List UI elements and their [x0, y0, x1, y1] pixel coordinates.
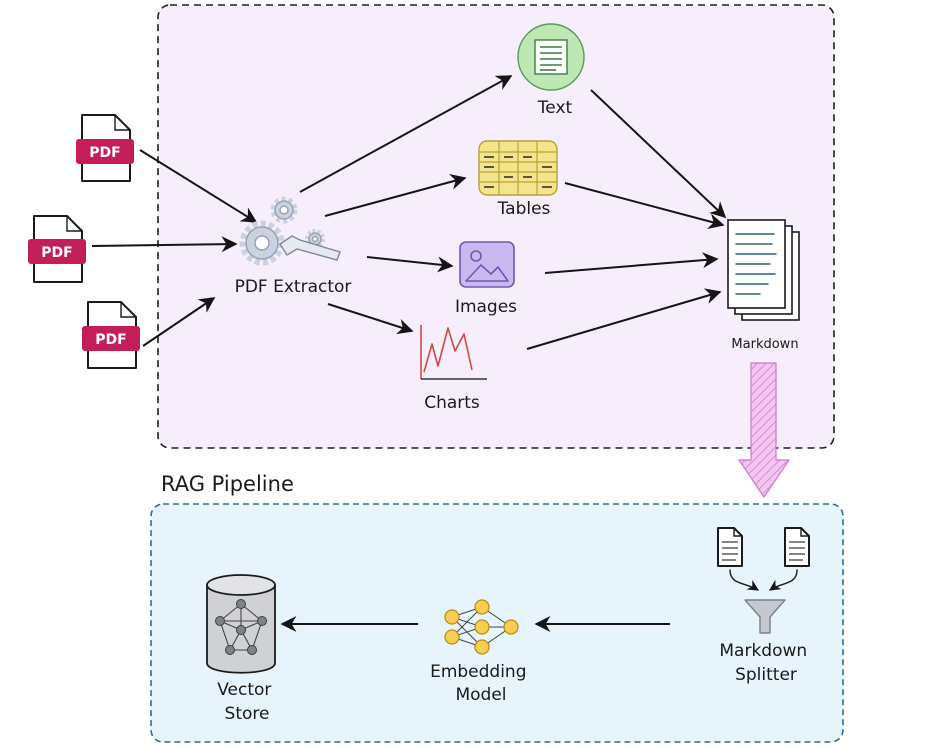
pdf-badge-3 [82, 326, 140, 351]
rag-pipeline-region [150, 503, 844, 743]
text-document-icon [517, 23, 585, 91]
store-label-line-2: Store [225, 704, 270, 724]
markdown-documents-icon [727, 219, 800, 321]
arrow-extractor-to-text [299, 75, 513, 193]
pdf-file-icon-2: PDF [28, 215, 86, 283]
text-output-label: Text [537, 98, 573, 118]
arrow-extractor-to-tables [324, 174, 467, 217]
splitter-docs-icon [717, 527, 810, 591]
pdf-label-1: PDF [89, 145, 120, 161]
arrow-charts-to-markdown [526, 288, 722, 350]
pdf-extractor-label: PDF Extractor [235, 277, 352, 297]
pdf-label-2: PDF [41, 245, 72, 261]
arrow-extractor-to-charts [327, 303, 414, 335]
tables-output-label: Tables [497, 199, 551, 219]
neural-network-icon [444, 599, 519, 655]
pdf-label-3: PDF [95, 332, 126, 348]
pdf-file-icon-1: PDF [76, 114, 134, 182]
vector-store-label: Vector Store [217, 680, 277, 724]
embedding-label-line-2: Model [455, 685, 506, 705]
image-icon [459, 241, 515, 288]
funnel-icon [744, 599, 786, 634]
database-icon [206, 574, 276, 674]
images-output-label: Images [455, 297, 517, 317]
pdf-file-icon-3: PDF [82, 301, 140, 369]
arrow-pdf2-to-extractor [91, 236, 238, 253]
charts-output-label: Charts [424, 393, 480, 413]
big-down-arrow [737, 362, 791, 499]
splitter-label-line-2: Splitter [735, 665, 797, 685]
embedding-label-line-1: Embedding [430, 662, 526, 682]
line-chart-icon [420, 325, 487, 380]
store-label-line-1: Vector [217, 680, 271, 700]
splitter-label-line-1: Markdown [719, 641, 807, 661]
pdf-badge-2 [28, 239, 86, 264]
arrow-extractor-to-images [366, 256, 454, 273]
table-icon [478, 140, 558, 196]
arrow-pdf3-to-extractor [142, 297, 216, 347]
arrow-pdf1-to-extractor [139, 149, 258, 223]
markdown-label: Markdown [731, 337, 798, 352]
pdf-badge-1 [76, 139, 134, 164]
arrow-images-to-markdown [544, 252, 719, 274]
embedding-model-label: Embedding Model [430, 662, 532, 705]
rag-pipeline-title: RAG Pipeline [161, 472, 294, 496]
arrow-text-to-markdown [590, 89, 727, 219]
gear-wrench-icon [239, 196, 341, 266]
markdown-splitter-label: Markdown Splitter [719, 641, 812, 685]
extraction-region [157, 4, 835, 449]
arrow-tables-to-markdown [564, 182, 725, 230]
